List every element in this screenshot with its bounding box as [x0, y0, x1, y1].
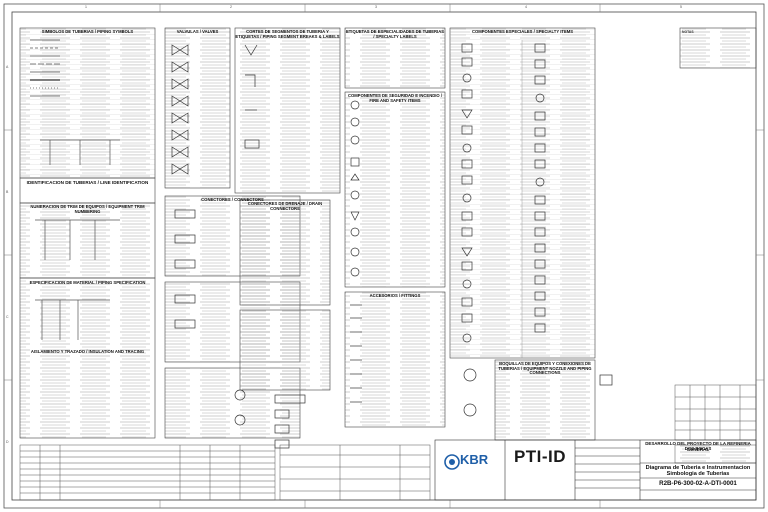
- equipment-trim-heading: NUMERACION DE TRIM DE EQUIPOS / EQUIPMEN…: [30, 204, 145, 214]
- connectors-heading: CONECTORES / CONNECTORS: [201, 197, 264, 202]
- piping-specification-heading: ESPECIFICACION DE MATERIAL / PIPING SPEC…: [29, 280, 146, 285]
- row-label-c: C: [6, 315, 9, 319]
- line-identification-heading: IDENTIFICACION DE TUBERIAS / LINE IDENTI…: [26, 180, 149, 185]
- equipment-nozzles-heading: BOQUILLAS DE EQUIPOS Y CONEXIONES DE TUB…: [498, 361, 592, 376]
- row-label-d: D: [6, 440, 9, 444]
- valves-heading: VALVULAS / VALVES: [176, 29, 219, 34]
- column-label-1: 1: [85, 5, 87, 9]
- column-label-5: 5: [680, 5, 682, 9]
- piping-symbols-heading: SIMBOLOS DE TUBERIAS / PIPING SYMBOLS: [41, 29, 134, 34]
- column-label-2: 2: [230, 5, 232, 9]
- project-section: GENERAL: [686, 447, 710, 452]
- segment-breaks-heading: CORTES DE SEGMENTOS DE TUBERIA Y ETIQUET…: [235, 29, 340, 39]
- insulation-tracing-heading: AISLAMIENTO Y TRAZADO / INSULATION AND T…: [30, 349, 145, 354]
- row-label-b: B: [6, 190, 9, 194]
- specialty-items-heading: COMPONENTES ESPECIALES / SPECIALTY ITEMS: [471, 29, 574, 34]
- column-label-3: 3: [375, 5, 377, 9]
- row-label-a: A: [6, 65, 9, 69]
- drawing-number: R2B-P6-300-02-A-DTI-0001: [659, 480, 737, 487]
- project-title: DESARROLLO DEL PROYECTO DE LA REFINERIA …: [645, 441, 751, 451]
- pti-logo-text: PTI-ID: [513, 447, 567, 466]
- fittings-heading: ACCESORIOS / FITTINGS: [369, 293, 421, 298]
- kbr-logo-mark: [444, 454, 460, 470]
- fire-safety-heading: COMPONENTES DE SEGURIDAD E INCENDIO / FI…: [348, 93, 442, 103]
- notes-heading: NOTAS: [682, 30, 694, 34]
- kbr-logo-text: KBR: [460, 452, 489, 467]
- column-label-4: 4: [525, 5, 527, 9]
- drawing-title-2: Simbologia de Tuberias: [666, 471, 730, 477]
- drain-connectors-heading: CONECTORES DE DRENAJE / DRAIN CONNECTORS: [247, 201, 323, 211]
- drawing-title-1: Diagrama de Tuberia e Instrumentacion: [645, 465, 751, 471]
- specialty-labels-heading: ETIQUETAS DE ESPECIALIDADES DE TUBERIAS …: [345, 29, 445, 39]
